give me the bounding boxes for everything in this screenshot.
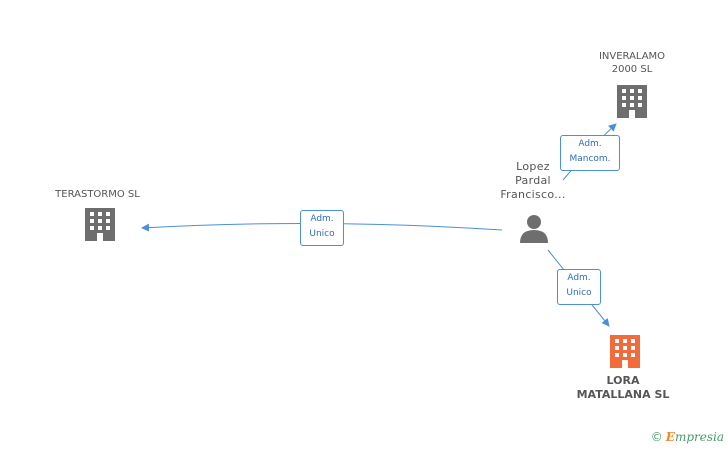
edge-label-line: Adm. xyxy=(578,139,602,149)
building-icon[interactable] xyxy=(610,335,640,368)
node-label-line: TERASTORMO SL xyxy=(55,189,140,200)
edge-label-to-lora[interactable]: Adm. Unico xyxy=(557,269,601,305)
edge-label-to-terastormo[interactable]: Adm. Unico xyxy=(300,210,344,246)
building-icon[interactable] xyxy=(617,85,647,118)
node-label-line: Pardal xyxy=(515,174,551,187)
node-label-line: LORA xyxy=(606,374,640,387)
person-icon[interactable] xyxy=(520,215,548,243)
node-label-lora[interactable]: LORA MATALLANA SL xyxy=(568,374,678,402)
copyright-icon: © xyxy=(650,430,663,444)
node-label-line: Francisco... xyxy=(500,188,566,201)
edge-label-line: Unico xyxy=(309,229,335,239)
empresia-brand: ©Empresia xyxy=(651,430,724,444)
node-label-inveralamo[interactable]: INVERALAMO 2000 SL xyxy=(582,50,682,76)
edge-label-to-inveralamo[interactable]: Adm. Mancom. xyxy=(560,135,620,171)
building-icon[interactable] xyxy=(85,208,115,241)
node-label-line: MATALLANA SL xyxy=(576,388,670,401)
brand-rest: mpresia xyxy=(674,430,724,444)
node-label-line: Lopez xyxy=(516,160,550,173)
brand-initial: E xyxy=(665,430,675,444)
edge-label-line: Adm. xyxy=(567,273,591,283)
node-label-line: 2000 SL xyxy=(611,64,653,75)
edge-label-line: Unico xyxy=(566,288,592,298)
edge-label-line: Mancom. xyxy=(569,154,611,164)
node-label-person[interactable]: Lopez Pardal Francisco... xyxy=(490,160,576,202)
edge-label-line: Adm. xyxy=(310,214,334,224)
node-label-terastormo[interactable]: TERASTORMO SL xyxy=(40,188,155,201)
node-label-line: INVERALAMO xyxy=(598,51,666,62)
